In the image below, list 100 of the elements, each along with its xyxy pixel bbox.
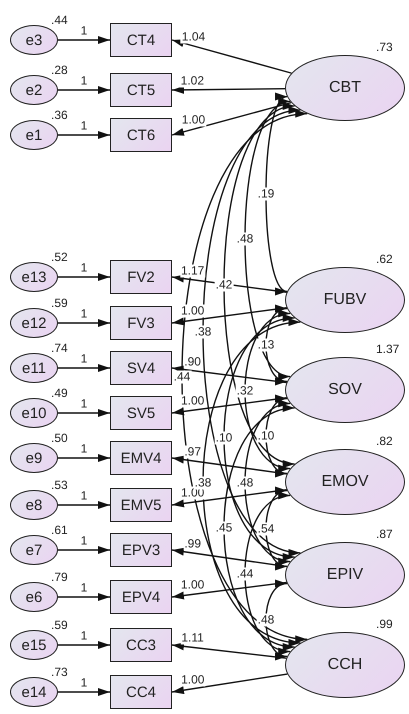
variable-name: e3 (26, 32, 42, 48)
edge-label: 1.00 (180, 673, 206, 686)
covariance-arrow (202, 109, 301, 554)
variance-value: .62 (376, 252, 393, 266)
covariance-value: .19 (256, 188, 276, 200)
variance-value: .61 (51, 523, 68, 537)
variable-name: e11 (22, 360, 46, 376)
variance-value: .99 (376, 617, 393, 631)
edge-label: 1 (80, 308, 88, 320)
error-arrow (58, 409, 110, 417)
observed-variable-box (110, 675, 172, 709)
variance-value: .36 (51, 108, 68, 122)
covariance-arrow (244, 402, 290, 563)
variable-name: e12 (21, 314, 47, 332)
edge-label: 1 (80, 442, 88, 456)
covariance-value: .44 (236, 567, 254, 580)
loading-arrow (172, 102, 292, 136)
observed-variable-box (110, 118, 172, 152)
covariance-value: .44 (172, 370, 192, 383)
edge-label: .97 (183, 445, 202, 458)
observed-variable-box (110, 441, 172, 475)
loading-arrow (172, 307, 287, 326)
variance-value: .87 (376, 527, 393, 541)
error-arrow (58, 273, 110, 281)
variance-value: 1.37 (376, 342, 400, 356)
covariance-arrow (265, 96, 288, 292)
variable-name: FV2 (127, 268, 155, 286)
variance-value: .52 (51, 250, 68, 264)
variable-name: EPIV (326, 566, 364, 584)
covariance-arrow (223, 105, 295, 465)
loading-arrow (172, 86, 286, 94)
covariance-value: .48 (236, 232, 254, 246)
edge-label: 1 (80, 398, 88, 410)
variance-value: .44 (51, 13, 68, 27)
error-arrow (58, 36, 110, 44)
covariance-arrow (265, 397, 288, 475)
variable-name: CC4 (126, 684, 156, 700)
variable-name: e13 (21, 268, 47, 286)
observed-variable-box (110, 580, 172, 614)
variable-name: CC3 (126, 636, 156, 654)
loading-arrow (172, 642, 286, 659)
loading-arrow (172, 456, 287, 475)
loading-arrow (172, 366, 287, 384)
variable-name: FUBV (324, 291, 366, 309)
edge-label: 1.00 (180, 578, 206, 592)
covariance-value: .42 (214, 278, 234, 292)
variable-name: SV5 (126, 404, 156, 422)
covariance-arrow (202, 320, 301, 644)
variable-name: e8 (26, 496, 42, 514)
variable-name: CT4 (126, 32, 156, 48)
variable-name: FV3 (127, 314, 155, 332)
variable-name: e1 (26, 126, 42, 144)
edge-label: 1.00 (180, 304, 206, 318)
loading-arrow (172, 489, 287, 508)
observed-variable-box (110, 73, 172, 107)
variable-name: SV4 (126, 360, 156, 376)
covariance-arrow (265, 489, 288, 568)
observed-variable-box (110, 351, 172, 385)
variance-value: .28 (51, 63, 68, 77)
observed-variable-box (110, 396, 172, 430)
variable-name: e15 (21, 636, 47, 654)
variable-name: e10 (21, 404, 47, 422)
edge-label: 1.02 (180, 74, 205, 88)
loading-arrow (172, 582, 287, 600)
variable-name: e7 (26, 542, 42, 558)
edge-label: 1 (80, 262, 88, 274)
variable-name: EMV4 (120, 450, 162, 466)
variance-value: .74 (51, 341, 68, 355)
variable-name: EPV4 (122, 588, 160, 606)
edge-label: 1.17 (180, 264, 206, 278)
observed-variable-box (110, 488, 172, 522)
variable-name: e2 (26, 82, 42, 98)
variable-name: EMOV (321, 473, 369, 491)
covariance-arrow (181, 112, 308, 640)
observed-variable-box (110, 628, 172, 662)
covariance-value: .10 (256, 430, 276, 442)
variance-value: .59 (51, 618, 68, 632)
covariance-value: .38 (194, 476, 212, 489)
loading-arrow (172, 274, 287, 293)
covariance-value: .48 (256, 614, 276, 626)
variance-value: .79 (51, 570, 68, 584)
loading-arrow (172, 397, 287, 416)
observed-variable-box (110, 533, 172, 567)
edge-label: .90 (183, 355, 202, 368)
error-arrow (58, 364, 110, 372)
loading-arrow (172, 39, 292, 74)
edge-label: 1 (80, 24, 88, 38)
variance-value: .59 (51, 296, 68, 310)
error-arrow (58, 454, 110, 462)
error-arrow (58, 131, 110, 139)
variable-name: e14 (21, 684, 47, 700)
edge-label: 1 (80, 74, 88, 88)
covariance-arrow (265, 307, 288, 383)
error-arrow (58, 688, 110, 696)
variable-name: e9 (26, 450, 42, 466)
edge-label: 1 (80, 490, 88, 502)
edge-label: 1 (80, 534, 88, 548)
variable-name: CT6 (126, 126, 156, 144)
covariance-arrow (223, 406, 295, 648)
edge-label: 1.04 (180, 30, 206, 44)
